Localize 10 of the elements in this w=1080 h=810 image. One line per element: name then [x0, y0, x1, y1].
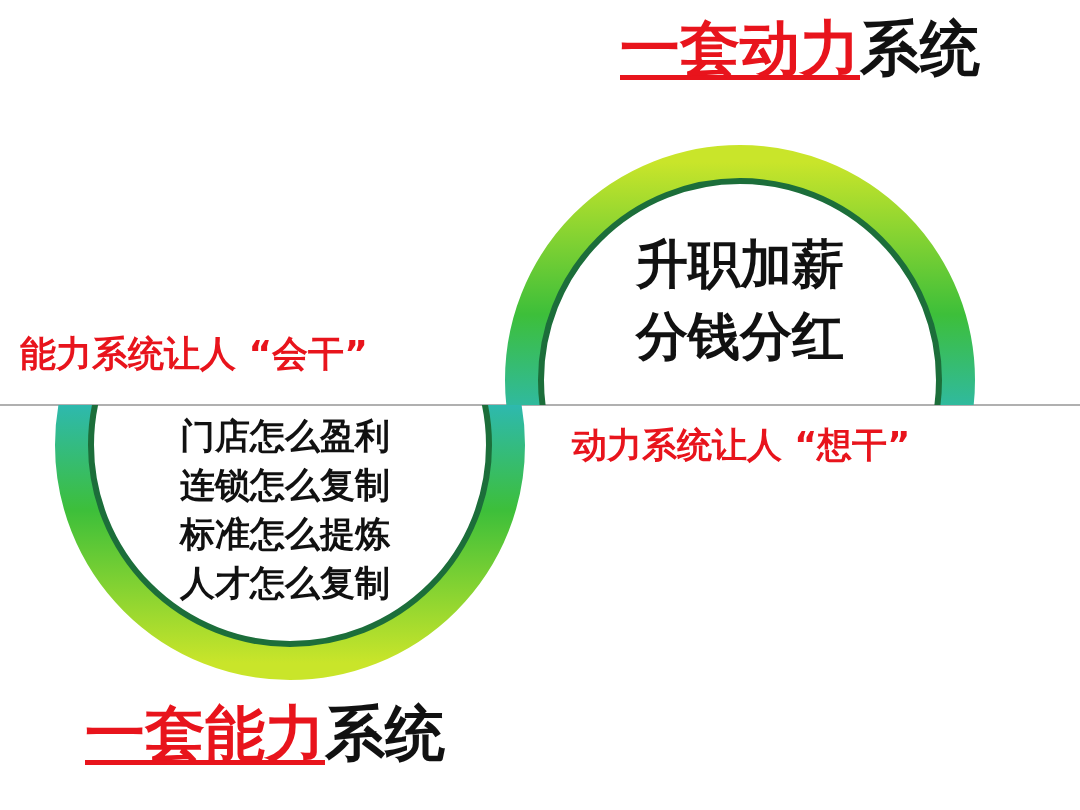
section-heading: 一套动力系统	[619, 15, 980, 81]
caption-text: 动力系统让人 “想干”	[572, 424, 911, 467]
body-text: 分钱分红	[634, 305, 845, 368]
body-text: 人才怎么复制	[179, 562, 391, 605]
body-text: 连锁怎么复制	[179, 464, 391, 507]
body-text: 升职加薪	[635, 233, 845, 296]
caption-text: 能力系统让人 “会干”	[20, 332, 368, 376]
section-heading: 一套能力系统	[85, 700, 446, 766]
body-text: 标准怎么提炼	[178, 513, 391, 556]
body-text: 门店怎么盈利	[179, 415, 391, 458]
